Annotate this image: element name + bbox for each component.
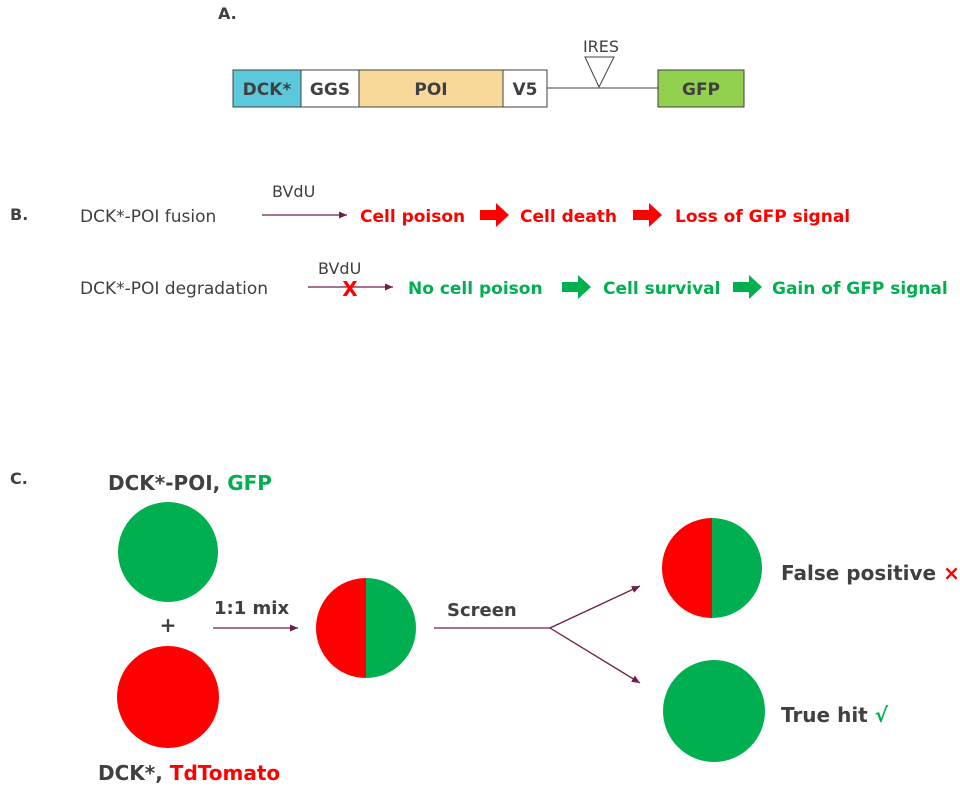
dck-segment [232,69,302,108]
check-mark-icon: √ [875,703,889,727]
branch-arrow-down [549,627,641,684]
true-hit-label: True hit √ [781,703,889,727]
mix-label: 1:1 mix [214,598,289,619]
ires-triangle-icon [584,56,615,89]
degradation-label: DCK*-POI degradation [80,279,268,299]
fusion-label: DCK*-POI fusion [80,207,216,227]
poi-segment [358,69,504,108]
bvdu-label-row2: BVdU [318,259,361,278]
ggs-segment [300,69,360,108]
poi-label: POI [414,80,447,100]
tdtomato-cell-label: DCK*, TdTomato [98,761,280,785]
gfp-cell-label: DCK*-POI, GFP [108,471,272,495]
ggs-label: GGS [310,80,350,100]
bvdu-label-row1: BVdU [272,182,315,201]
block-x-icon: X [342,277,358,301]
green-arrow-icon [562,275,591,299]
mixed-population-circle [316,578,416,678]
survival-text: Cell survival [603,279,720,299]
panel-a-label: A. [218,4,237,23]
plus-sign: + [160,613,177,637]
panel-b-label: B. [10,205,28,224]
gfp-segment [657,69,745,108]
ires-label: IRES [583,37,619,56]
screen-label: Screen [447,600,517,621]
false-mark-icon: × [943,561,960,585]
panel-c-label: C. [10,469,28,488]
gain-gfp-text: Gain of GFP signal [772,279,948,299]
red-arrow-icon [633,203,662,227]
green-arrow-icon [733,275,762,299]
green-cell-circle [118,502,218,602]
cell-death-text: Cell death [520,207,617,227]
branch-arrow-up [549,585,641,629]
red-cell-circle [117,646,219,748]
true-hit-circle [663,660,765,762]
v5-label: V5 [513,80,538,100]
no-poison-text: No cell poison [408,279,543,299]
cell-poison-text: Cell poison [360,207,465,227]
red-arrow-icon [480,203,509,227]
gfp-label: GFP [682,80,720,100]
false-positive-label: False positive × [781,561,960,585]
false-positive-circle [662,518,762,618]
loss-gfp-text: Loss of GFP signal [675,207,850,227]
dck-label: DCK* [243,80,292,100]
